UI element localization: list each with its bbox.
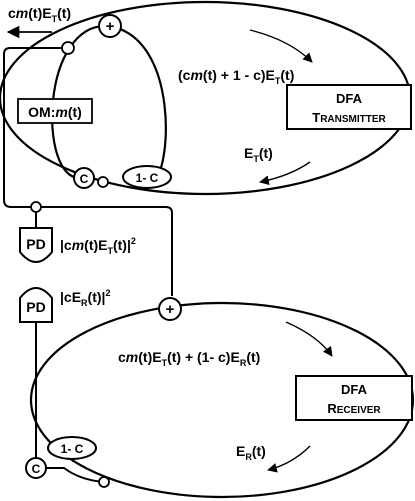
tap-fiber-top — [3, 47, 68, 208]
sum-node-top — [98, 14, 122, 38]
receiver-flow-arrow-top — [285, 321, 333, 357]
dfa-transmitter-line2: TRANSMITTER — [312, 110, 386, 125]
transmitter-field-label: ET(t) — [244, 145, 273, 164]
photodetector-1 — [19, 227, 53, 263]
transmitter-flow-arrow-bottom — [259, 161, 311, 186]
dfa-transmitter-box — [286, 84, 412, 130]
photodetector-2 — [19, 287, 53, 323]
coupler-c-top — [73, 167, 95, 189]
receiver-flow-arrow-bottom — [267, 445, 311, 473]
transmitter-combined-label: (cm(t) + 1 - c)ET(t) — [178, 67, 294, 86]
pd1-signal-label: |cm(t)ET(t)|2 — [60, 236, 136, 256]
dfa-receiver-box — [295, 375, 413, 421]
cross-fiber — [40, 206, 173, 296]
port-tap-middle — [30, 201, 42, 213]
sum-node-bottom — [158, 297, 182, 321]
coupler-c-bottom-label: C — [32, 462, 41, 476]
coupler-1mc-bottom-label: 1- C — [61, 442, 84, 456]
dfa-receiver-line1: DFA — [341, 382, 368, 397]
port-top-left — [61, 41, 75, 55]
dfa-receiver-line2: RECEIVER — [327, 401, 381, 416]
coupler-1mc-top-label: 1- C — [136, 171, 159, 185]
pd2-signal-label: |cER(t)|2 — [60, 288, 110, 308]
transmitter-inner-loop-right — [109, 24, 167, 179]
receiver-combined-label: cm(t)ET(t) + (1- c)ER(t) — [118, 349, 260, 368]
sum-node-bottom-label: + — [166, 301, 175, 318]
photodetector-2-label: PD — [26, 299, 45, 315]
coupler-1mc-bottom — [47, 436, 97, 460]
receiver-inner-path — [46, 467, 105, 483]
port-top-bottom — [97, 176, 109, 188]
coupler-c-top-label: C — [80, 172, 89, 186]
optical-modulator-box — [17, 98, 93, 124]
photodetector-1-label: PD — [26, 236, 45, 252]
coupler-1mc-top — [122, 165, 172, 189]
port-bottom — [98, 476, 110, 488]
dfa-transmitter-line1: DFA — [336, 91, 363, 106]
receiver-field-label: ER(t) — [236, 443, 266, 462]
transmitter-output-label: cm(t)ET(t) — [8, 5, 71, 24]
sum-node-top-label: + — [106, 18, 115, 35]
optical-modulator-label: OM:m(t) — [28, 104, 82, 120]
transmitter-flow-arrow-top — [249, 29, 313, 63]
coupler-c-bottom — [25, 457, 47, 479]
